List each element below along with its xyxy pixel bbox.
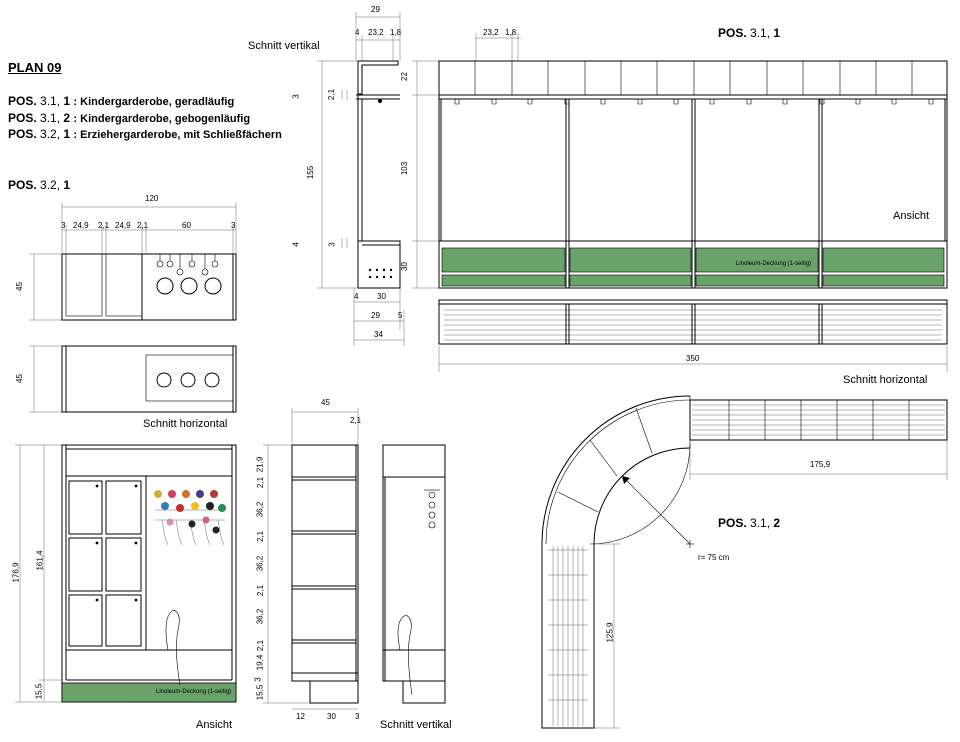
- section-title-pos312: POS. 3.1, 2: [718, 516, 780, 530]
- label-schnitt-horizontal-left: Schnitt horizontal: [143, 418, 228, 430]
- dim-text: 125,9: [605, 622, 615, 643]
- dim-text: 2,1: [256, 476, 266, 489]
- dim-text: 24,9: [73, 221, 89, 230]
- schnitt-vertikal-top-drawing: [317, 12, 405, 346]
- section-variant: 1: [63, 178, 71, 192]
- section-title-pos311: POS. 3.1, 1: [718, 26, 780, 40]
- schnitt-vertikal-bottom-drawing: [263, 408, 446, 710]
- dim-text: 120: [145, 194, 159, 203]
- label-schnitt-vertikal-top: Schnitt vertikal: [248, 40, 320, 52]
- dim-text: 36,2: [255, 501, 265, 518]
- label-radius: r= 75 cm: [698, 553, 730, 562]
- dim-text: 24,9: [115, 221, 131, 230]
- dim-text: 3: [253, 677, 263, 682]
- dim-text: 45: [14, 374, 24, 383]
- legend-item-2: POS. 3.1, 2 : Kindergarderobe, gebogenlä…: [8, 111, 250, 125]
- plan-title: PLAN 09: [8, 60, 62, 75]
- legend-item-3: POS. 3.2, 1 : Erziehergarderobe, mit Sch…: [8, 127, 282, 141]
- legend-desc: : Kindergarderobe, geradläufig: [73, 96, 235, 108]
- dim-text: 30: [377, 292, 386, 301]
- dim-text: 2,1: [256, 639, 266, 652]
- dim-text: 21,9: [255, 456, 265, 473]
- linoleum-label-311: Linoleum-Deckung (1-seitig): [736, 261, 812, 267]
- dim-text: 19,4: [255, 654, 265, 671]
- legend-pos: POS.: [8, 127, 37, 141]
- dim-text: 30: [327, 712, 336, 721]
- dim-text: 1,8: [505, 28, 517, 37]
- legend-num: 3.2,: [40, 127, 61, 141]
- dim-text: 176,9: [11, 562, 21, 583]
- section-num: 3.2,: [40, 178, 61, 192]
- dim-text: 161,4: [35, 550, 45, 571]
- linoleum-panels-311: [441, 247, 945, 287]
- legend-num: 3.1,: [40, 94, 61, 108]
- dim-text: 36,2: [255, 608, 265, 625]
- dim-text: 2,1: [256, 530, 266, 543]
- label-schnitt-horizontal-311: Schnitt horizontal: [843, 374, 928, 386]
- section-pos: POS.: [718, 26, 747, 40]
- legend-pos: POS.: [8, 94, 37, 108]
- label-schnitt-vertikal-bottom: Schnitt vertikal: [380, 719, 452, 731]
- dim-text: 3: [355, 712, 360, 721]
- dim-text: 155: [306, 165, 316, 180]
- dim-text: 2,1: [137, 221, 149, 230]
- section-title-pos32: POS. 3.2, 1: [8, 178, 70, 192]
- dim-text: 34: [374, 330, 383, 339]
- dim-text: 15,5: [255, 684, 265, 701]
- dim-text: 36,2: [255, 555, 265, 572]
- dim-text: 22: [399, 72, 409, 81]
- section-variant: 2: [773, 516, 781, 530]
- dim-text: 23,2: [368, 28, 384, 37]
- dim-text: 3: [61, 221, 66, 230]
- section-pos: POS.: [718, 516, 747, 530]
- dim-text: 4: [291, 242, 301, 247]
- pos32-plan-upper: [29, 202, 237, 321]
- dim-text: 2,1: [350, 416, 362, 425]
- legend-desc: : Erziehergarderobe, mit Schließfächern: [73, 129, 282, 141]
- dim-text: 29: [371, 5, 380, 14]
- ansicht-311-drawing: [412, 33, 948, 289]
- dim-text: 175,9: [810, 460, 831, 469]
- dim-text: 60: [182, 221, 191, 230]
- dim-text: 23,2: [483, 28, 499, 37]
- dim-text: 3: [231, 221, 236, 230]
- dim-text: 45: [321, 398, 330, 407]
- legend-variant: 1: [63, 127, 71, 141]
- legend-variant: 2: [63, 111, 71, 125]
- section-variant: 1: [773, 26, 781, 40]
- dim-text: 4: [354, 292, 359, 301]
- label-ansicht-bottom: Ansicht: [196, 719, 233, 731]
- section-num: 3.1,: [750, 516, 771, 530]
- label-ansicht-311: Ansicht: [893, 210, 930, 222]
- section-num: 3.1,: [750, 26, 771, 40]
- legend-variant: 1: [63, 94, 71, 108]
- dim-text: 2,1: [256, 584, 266, 597]
- dim-text: 30: [399, 262, 409, 271]
- section-pos: POS.: [8, 178, 37, 192]
- dim-text: 1,8: [390, 28, 402, 37]
- dim-text: 3: [327, 242, 337, 247]
- dim-text: 2,1: [98, 221, 110, 230]
- legend-num: 3.1,: [40, 111, 61, 125]
- dim-text: 15,5: [34, 683, 44, 700]
- legend-item-1: POS. 3.1, 1 : Kindergarderobe, geradläuf…: [8, 94, 234, 108]
- pos32-plan-lower: [29, 345, 237, 413]
- dim-text: 4: [355, 28, 360, 37]
- dim-text: 29: [371, 311, 380, 320]
- dim-text: 2,1: [327, 88, 337, 101]
- dim-text: 12: [296, 712, 305, 721]
- dim-text: 3: [291, 94, 301, 99]
- linoleum-label-bottom: Linoleum-Deckung (1-seitig): [156, 689, 232, 695]
- curved-plan-drawing: [541, 395, 948, 729]
- pos32-ansicht-drawing: [15, 444, 237, 703]
- dim-text: 45: [14, 282, 24, 291]
- legend-desc: : Kindergarderobe, gebogenläufig: [73, 113, 251, 125]
- legend-pos: POS.: [8, 111, 37, 125]
- dim-text: 350: [686, 354, 700, 363]
- dim-text: 103: [400, 161, 410, 176]
- dim-text: 5: [398, 311, 403, 320]
- coat-rack: [154, 490, 226, 546]
